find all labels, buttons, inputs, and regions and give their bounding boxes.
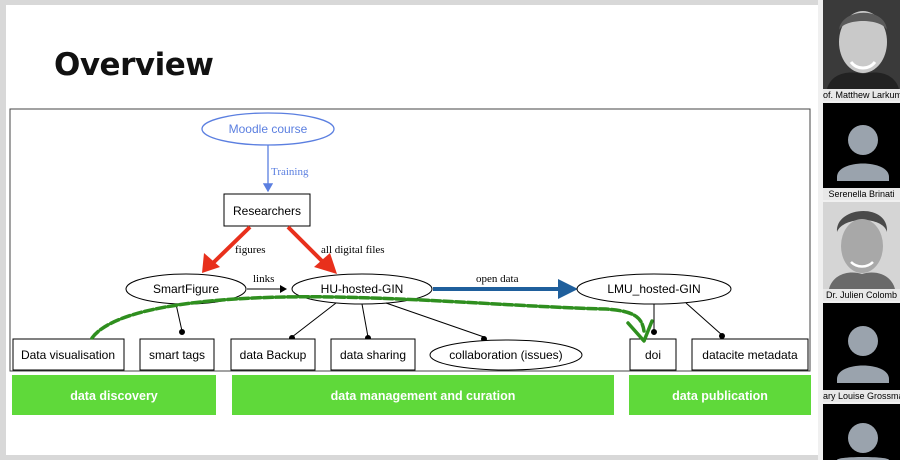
edge-all-digital-files-label: all digital files <box>321 244 385 256</box>
overview-diagram: Moodle course Training Researchers figur… <box>9 108 811 415</box>
avatar-photo <box>823 202 900 289</box>
participant-tile[interactable]: ary Louise Grossma <box>823 303 900 402</box>
band-data-publication <box>629 375 811 415</box>
node-moodle-course-label: Moodle course <box>229 122 308 136</box>
node-hu-hosted-gin-label: HU-hosted-GIN <box>321 282 404 296</box>
node-data-backup-label: data Backup <box>240 348 307 362</box>
node-data-visualisation-label: Data visualisation <box>21 348 115 362</box>
node-doi <box>629 338 677 371</box>
node-data-visualisation <box>12 338 125 371</box>
participant-tile[interactable]: of. Matthew Larkum <box>823 0 900 101</box>
presentation-slide: Overview Moodle course Training Research… <box>6 5 818 455</box>
edge-all-digital-files <box>286 225 337 274</box>
participant-name: ary Louise Grossma <box>823 390 900 402</box>
edge-open-data-label: open data <box>476 273 519 285</box>
green-annotation-arrow <box>90 295 654 343</box>
node-researchers <box>223 193 311 227</box>
node-datacite-metadata-label: datacite metadata <box>702 348 798 362</box>
participant-tile[interactable] <box>823 404 900 460</box>
avatar-photo <box>823 0 900 89</box>
band-data-management <box>232 375 614 415</box>
edge-figures <box>202 225 252 273</box>
band-data-discovery-label: data discovery <box>70 389 158 403</box>
node-collaboration-label: collaboration (issues) <box>449 348 562 362</box>
avatar-placeholder-icon <box>837 125 889 181</box>
node-data-sharing-label: data sharing <box>340 348 406 362</box>
node-researchers-label: Researchers <box>233 204 301 218</box>
node-data-sharing <box>330 338 416 371</box>
band-data-management-label: data management and curation <box>331 389 516 403</box>
leaf-connectors <box>175 302 725 342</box>
avatar-placeholder-icon <box>837 326 889 383</box>
slide-title: Overview <box>54 47 214 83</box>
band-data-publication-label: data publication <box>672 389 768 403</box>
edge-links-label: links <box>253 273 274 285</box>
node-data-backup <box>230 338 316 371</box>
participant-name: Serenella Brinati <box>823 188 900 200</box>
participant-name: Dr. Julien Colomb <box>823 289 900 301</box>
node-collaboration <box>429 339 583 371</box>
node-smart-tags-label: smart tags <box>149 348 205 362</box>
node-doi-label: doi <box>645 348 661 362</box>
band-data-discovery <box>12 375 216 415</box>
participant-gallery: of. Matthew Larkum Serenella Brinati Dr.… <box>818 0 900 460</box>
avatar-placeholder-icon <box>837 423 889 460</box>
edge-figures-label: figures <box>235 244 266 256</box>
edge-open-data <box>433 279 578 299</box>
participant-name: of. Matthew Larkum <box>823 89 900 101</box>
node-smartfigure-label: SmartFigure <box>153 282 219 296</box>
participant-tile[interactable]: Dr. Julien Colomb <box>823 202 900 301</box>
node-smart-tags <box>139 338 215 371</box>
node-lmu-hosted-gin-label: LMU_hosted-GIN <box>607 282 700 296</box>
participant-tile[interactable]: Serenella Brinati <box>823 103 900 200</box>
node-datacite-metadata <box>691 338 809 371</box>
figure-frame <box>9 108 811 372</box>
edge-training-label: Training <box>271 166 309 178</box>
